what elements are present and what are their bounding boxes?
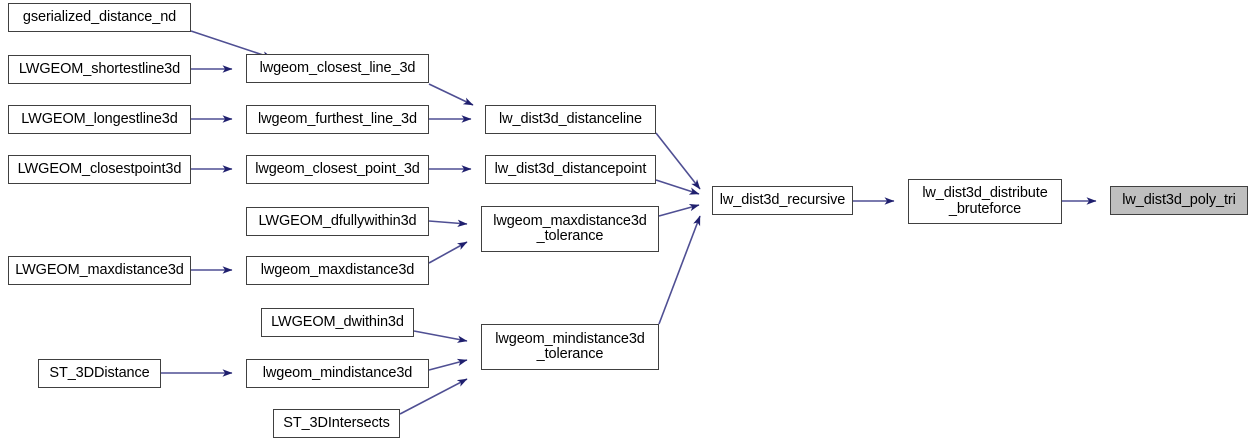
node-LWGEOM_closestpoint3d[interactable]: LWGEOM_closestpoint3d bbox=[8, 155, 191, 184]
node-lw_dist3d_distanceline[interactable]: lw_dist3d_distanceline bbox=[485, 105, 656, 134]
edge-lw_dist3d_distanceline-to-lw_dist3d_recursive bbox=[655, 132, 701, 190]
node-lwgeom_maxdistance3d[interactable]: lwgeom_maxdistance3d bbox=[246, 256, 429, 285]
node-lwgeom_mindistance3d_tolerance[interactable]: lwgeom_mindistance3d _tolerance bbox=[481, 324, 659, 370]
node-lwgeom_maxdistance3d_tolerance[interactable]: lwgeom_maxdistance3d _tolerance bbox=[481, 206, 659, 252]
node-lwgeom_furthest_line_3d[interactable]: lwgeom_furthest_line_3d bbox=[246, 105, 429, 134]
node-label: lwgeom_closest_point_3d bbox=[255, 160, 420, 177]
node-label: gserialized_distance_nd bbox=[22, 8, 177, 25]
node-LWGEOM_dwithin3d[interactable]: LWGEOM_dwithin3d bbox=[261, 308, 414, 337]
node-lw_dist3d_distancepoint[interactable]: lw_dist3d_distancepoint bbox=[485, 155, 656, 184]
node-label: lw_dist3d_distribute _bruteforce bbox=[922, 185, 1048, 217]
node-label: LWGEOM_longestline3d bbox=[21, 110, 178, 127]
node-label: lw_dist3d_recursive bbox=[719, 191, 846, 208]
edge-lwgeom_mindistance3d-to-lwgeom_mindistance3d_tolerance bbox=[428, 358, 468, 371]
node-ST_3DIntersects[interactable]: ST_3DIntersects bbox=[273, 409, 400, 438]
node-label: LWGEOM_closestpoint3d bbox=[17, 160, 182, 177]
node-lwgeom_mindistance3d[interactable]: lwgeom_mindistance3d bbox=[246, 359, 429, 388]
node-label: ST_3DIntersects bbox=[283, 414, 390, 431]
node-gserialized_distance_nd[interactable]: gserialized_distance_nd bbox=[8, 3, 191, 32]
node-label: lwgeom_mindistance3d bbox=[262, 364, 413, 381]
node-label: lwgeom_maxdistance3d bbox=[260, 261, 415, 278]
node-label: LWGEOM_shortestline3d bbox=[18, 60, 181, 77]
edge-lw_dist3d_distancepoint-to-lw_dist3d_recursive bbox=[655, 179, 700, 195]
edge-lwgeom_maxdistance3d_tolerance-to-lw_dist3d_recursive bbox=[658, 203, 700, 217]
node-ST_3DDistance[interactable]: ST_3DDistance bbox=[38, 359, 161, 388]
node-lwgeom_closest_line_3d[interactable]: lwgeom_closest_line_3d bbox=[246, 54, 429, 83]
node-label: LWGEOM_dfullywithin3d bbox=[258, 212, 417, 229]
node-lw_dist3d_distribute_bruteforce[interactable]: lw_dist3d_distribute _bruteforce bbox=[908, 179, 1062, 224]
node-LWGEOM_dfullywithin3d[interactable]: LWGEOM_dfullywithin3d bbox=[246, 207, 429, 236]
node-label: lw_dist3d_poly_tri bbox=[1122, 191, 1236, 208]
edge-LWGEOM_dfullywithin3d-to-lwgeom_maxdistance3d_tolerance bbox=[428, 219, 468, 227]
node-label: LWGEOM_dwithin3d bbox=[271, 313, 404, 330]
node-LWGEOM_longestline3d[interactable]: LWGEOM_longestline3d bbox=[8, 105, 191, 134]
edge-lwgeom_maxdistance3d-to-lwgeom_maxdistance3d_tolerance bbox=[428, 241, 468, 264]
node-label: lwgeom_closest_line_3d bbox=[259, 59, 416, 76]
node-label: lwgeom_mindistance3d _tolerance bbox=[495, 330, 645, 362]
edge-lwgeom_mindistance3d_tolerance-to-lw_dist3d_recursive bbox=[658, 215, 701, 325]
node-label: lwgeom_maxdistance3d _tolerance bbox=[493, 212, 647, 244]
node-lwgeom_closest_point_3d[interactable]: lwgeom_closest_point_3d bbox=[246, 155, 429, 184]
edge-LWGEOM_dwithin3d-to-lwgeom_mindistance3d_tolerance bbox=[413, 330, 468, 343]
node-LWGEOM_shortestline3d[interactable]: LWGEOM_shortestline3d bbox=[8, 55, 191, 84]
node-lw_dist3d_poly_tri[interactable]: lw_dist3d_poly_tri bbox=[1110, 186, 1248, 215]
node-lw_dist3d_recursive[interactable]: lw_dist3d_recursive bbox=[712, 186, 853, 215]
node-LWGEOM_maxdistance3d[interactable]: LWGEOM_maxdistance3d bbox=[8, 256, 191, 285]
node-label: ST_3DDistance bbox=[49, 364, 150, 381]
node-label: lw_dist3d_distancepoint bbox=[494, 160, 647, 177]
node-label: lw_dist3d_distanceline bbox=[499, 110, 642, 127]
node-label: LWGEOM_maxdistance3d bbox=[15, 261, 184, 278]
edge-lwgeom_closest_line_3d-to-lw_dist3d_distanceline bbox=[428, 83, 474, 106]
node-label: lwgeom_furthest_line_3d bbox=[258, 110, 417, 127]
